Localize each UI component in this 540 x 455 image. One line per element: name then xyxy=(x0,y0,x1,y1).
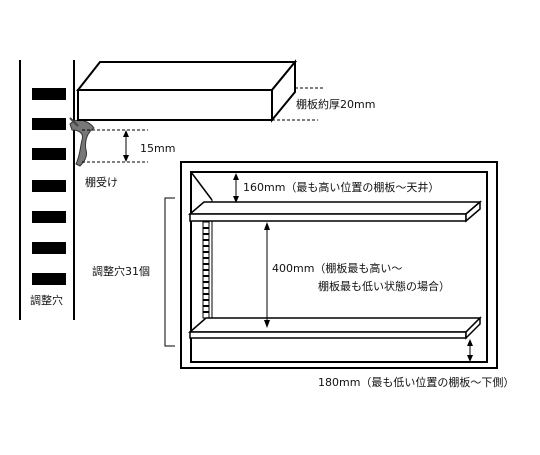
arrow-down-icon xyxy=(123,155,129,162)
upper-shelf-top xyxy=(187,201,483,215)
shelf-support-label: 棚受け xyxy=(85,175,118,189)
arrow-up-icon xyxy=(123,130,129,137)
arrow-down-icon xyxy=(233,196,239,203)
cabinet: 160mm（最も高い位置の棚板～天井） 400mm（棚板最も高い～ 棚板最も低い… xyxy=(180,161,498,369)
adjust-holes-count-label: 調整穴31個 xyxy=(92,264,150,278)
arrow-down-icon xyxy=(467,355,473,362)
adjust-hole xyxy=(32,118,66,130)
top-gap-label: 160mm（最も高い位置の棚板～天井） xyxy=(243,180,439,194)
bracket-line xyxy=(164,197,175,347)
shelf-thickness-label: 棚板約厚20mm xyxy=(296,97,375,111)
shelf-board-detail: 棚板約厚20mm 15mm xyxy=(75,59,375,163)
upper-shelf-front xyxy=(189,213,467,222)
adjust-hole xyxy=(32,273,66,285)
board-front-face xyxy=(77,89,273,121)
adjust-hole xyxy=(32,180,66,192)
gap-15-label: 15mm xyxy=(140,142,175,155)
range-label-line1: 400mm（棚板最も高い～ xyxy=(272,261,402,275)
range-label-line2: 棚板最も低い状態の場合） xyxy=(318,279,450,293)
adjust-hole xyxy=(32,148,66,160)
adjust-hole-label: 調整穴 xyxy=(30,293,63,307)
lower-shelf-top xyxy=(188,317,482,333)
lower-shelf-front xyxy=(189,331,467,339)
cabinet-back-top-line xyxy=(190,171,213,201)
arrow-up-icon xyxy=(233,173,239,180)
board-top-face xyxy=(75,61,298,91)
shelf-support-icon xyxy=(69,119,95,167)
arrow-down-icon xyxy=(264,320,270,328)
adjust-hole xyxy=(32,242,66,254)
shelf-support-pin xyxy=(69,117,79,127)
adjust-hole xyxy=(32,88,66,100)
arrow-up-icon xyxy=(467,339,473,346)
lower-shelf-side xyxy=(465,316,481,340)
hole-count-bracket: 調整穴31個 xyxy=(92,197,175,347)
rail-detail: 棚受け 調整穴 xyxy=(19,60,118,320)
upper-shelf-side xyxy=(465,200,481,223)
arrow-up-icon xyxy=(264,222,270,230)
bottom-gap-label: 180mm（最も低い位置の棚板～下側） xyxy=(318,375,514,389)
adjust-hole xyxy=(32,211,66,223)
